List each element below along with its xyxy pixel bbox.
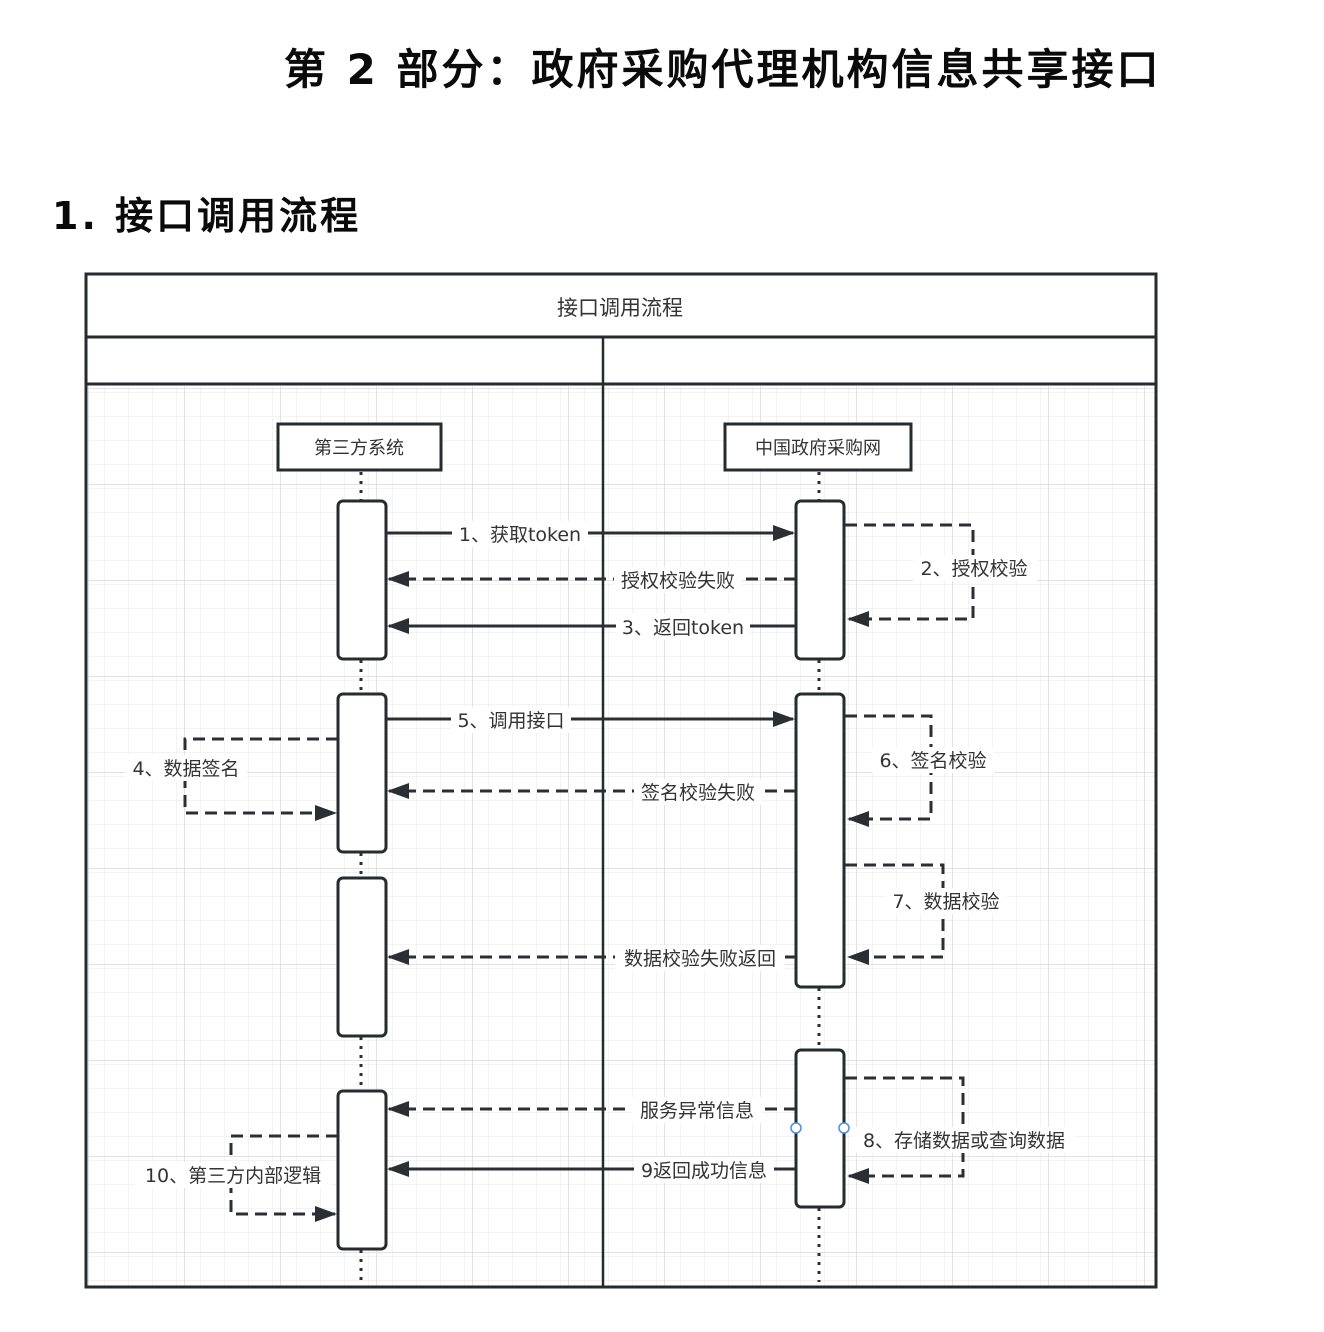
activation-third-party-1[interactable] bbox=[336, 499, 388, 661]
actor-third-party[interactable]: 第三方系统 bbox=[276, 422, 443, 472]
message-label-5: 5、调用接口 bbox=[457, 710, 564, 732]
activation-third-party-3[interactable] bbox=[336, 876, 388, 1038]
message-label-2: 2、授权校验 bbox=[920, 558, 1027, 580]
document-title: 第 2 部分：政府采购代理机构信息共享接口 bbox=[284, 45, 1162, 94]
message-labels: 1、获取token 2、授权校验 授权校验失败 3、返回token 5、调用接口… bbox=[125, 521, 1075, 1188]
section-title: 1. 接口调用流程 bbox=[52, 194, 362, 238]
message-label-4: 4、数据签名 bbox=[132, 758, 239, 780]
selection-handle-left[interactable] bbox=[790, 1122, 802, 1134]
message-label-1: 1、获取token bbox=[459, 524, 581, 546]
message-arrow-10[interactable] bbox=[229, 1134, 338, 1222]
message-label-6: 6、签名校验 bbox=[879, 750, 986, 772]
message-label-7: 7、数据校验 bbox=[892, 891, 999, 913]
message-label-10: 10、第三方内部逻辑 bbox=[145, 1165, 321, 1187]
message-arrow-8[interactable] bbox=[845, 1076, 965, 1184]
actor-label: 第三方系统 bbox=[314, 438, 404, 459]
message-label-sign-fail: 签名校验失败 bbox=[641, 782, 755, 804]
pool-frame bbox=[84, 272, 1158, 1289]
message-label-data-fail: 数据校验失败返回 bbox=[624, 948, 776, 970]
message-label-8: 8、存储数据或查询数据 bbox=[863, 1130, 1065, 1152]
actor-label: 中国政府采购网 bbox=[755, 438, 881, 459]
message-label-service-error: 服务异常信息 bbox=[640, 1100, 754, 1122]
message-label-9: 9返回成功信息 bbox=[641, 1160, 767, 1182]
message-label-auth-fail: 授权校验失败 bbox=[621, 570, 735, 592]
selection-handle-right[interactable] bbox=[838, 1122, 850, 1134]
activation-third-party-2[interactable] bbox=[336, 692, 388, 854]
activation-third-party-4[interactable] bbox=[336, 1089, 388, 1251]
activation-ccgp-1[interactable] bbox=[794, 499, 846, 661]
activation-ccgp-3[interactable] bbox=[794, 1048, 846, 1209]
actor-ccgp[interactable]: 中国政府采购网 bbox=[723, 422, 913, 472]
activation-ccgp-2[interactable] bbox=[794, 692, 846, 989]
pool-title: 接口调用流程 bbox=[557, 296, 683, 320]
message-label-3: 3、返回token bbox=[622, 617, 744, 639]
